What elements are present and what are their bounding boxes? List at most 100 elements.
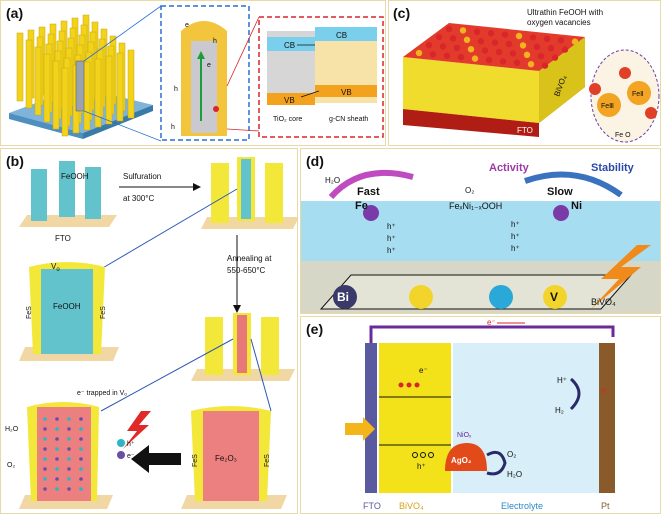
e-o2-label: O₂ (507, 450, 516, 459)
b-electron-legend-label: e⁻ (127, 453, 135, 460)
zoom-line-red-top (226, 16, 260, 87)
vacancy-dot (43, 487, 47, 491)
feooh-dot (445, 25, 453, 33)
d-bivo4-label: BiVO₄ (591, 297, 616, 307)
sheath-vb-label: VB (341, 88, 352, 97)
e-hole-1 (412, 452, 418, 458)
panel-a-diagram: e h h e h CB CB VB VB TiO₂ core g-CN she… (9, 5, 384, 142)
panel-b-label: (b) (6, 153, 24, 169)
sheath-vb-band (315, 85, 377, 97)
vacancy-dot (55, 427, 59, 431)
panel-d: (d) Activity Stability Fast Slow H₂O O₂ … (300, 148, 661, 314)
e-bivo4-label: BiVO₄ (399, 501, 424, 511)
vacancy-dot (43, 437, 47, 441)
b-fes-right-1: FeS (100, 306, 107, 319)
vacancy-dot (55, 437, 59, 441)
nanorod (83, 61, 91, 131)
feooh-dot (453, 44, 461, 51)
d-v-label: V (550, 290, 558, 304)
gcn-sheath-label: g-CN sheath (329, 116, 368, 123)
b-zoom-line-1 (100, 188, 238, 270)
panel-d-label: (d) (306, 153, 324, 169)
vacancy-dot (67, 467, 71, 471)
c-zoom-o1 (619, 67, 631, 79)
b-feooh-core-label: FeOOH (53, 302, 81, 311)
b-lightning-icon (123, 411, 151, 449)
b2-rod-1 (211, 163, 229, 223)
d-hole-label: h⁺ (387, 246, 396, 255)
vacancy-dot (79, 417, 83, 421)
vacancy-dot (43, 447, 47, 451)
a-e-label-1: e (185, 22, 189, 29)
e-fto-label: FTO (363, 501, 381, 511)
d-top-bg (301, 149, 660, 201)
e-external-circuit (369, 325, 615, 357)
nanorod (43, 53, 51, 123)
feooh-dot (449, 35, 457, 42)
core-cb-label: CB (284, 41, 295, 50)
substrate-side2 (83, 105, 153, 139)
feooh-dot (561, 46, 569, 53)
feooh-dot (495, 48, 503, 56)
a-e-label-2: e (207, 62, 211, 69)
d-stability-label: Stability (591, 162, 635, 174)
vacancy-dot (67, 477, 71, 481)
nanorod (116, 52, 124, 122)
d-activity-label: Activity (489, 162, 530, 174)
zoom-box-red (258, 16, 384, 138)
feooh-dot (533, 43, 541, 50)
d-light-icon (591, 245, 651, 309)
vacancy-dot (55, 467, 59, 471)
c-callout-line1: Ultrathin FeOOH with (527, 8, 603, 17)
panel-c: (c) BiVO₄ FTO Ultrathin FeOOH with oxyge… (388, 0, 661, 146)
feooh-dot (529, 34, 537, 41)
feooh-dot (515, 32, 523, 40)
b-feooh-label: FeOOH (61, 172, 89, 181)
b1-rod-1 (31, 169, 47, 221)
vacancy-dot (79, 477, 83, 481)
e-top-electron-label: e⁻ (487, 318, 496, 327)
panel-a: (a) e h h e h CB CB VB VB (0, 0, 386, 146)
feooh-dots (415, 25, 579, 69)
feooh-dot (485, 56, 493, 64)
b-annealtemp-label: 550-650°C (227, 266, 266, 275)
c-zoom-ellipse (590, 49, 660, 143)
b-fes-left-2: FeS (192, 454, 199, 467)
e-bivo4-block (379, 343, 451, 493)
d-slow-arrow (524, 171, 623, 198)
b-fes-right-2: FeS (264, 454, 271, 467)
e-nio-label: NiOₓ (457, 432, 472, 439)
e-electron-3 (414, 382, 420, 388)
panel-e-label: (e) (306, 321, 324, 337)
tio2-core (191, 41, 217, 133)
feooh-dot (571, 38, 579, 45)
d-ni-atom (553, 205, 569, 221)
bivo4-side (539, 37, 585, 123)
b-hole-legend-dot (117, 439, 125, 447)
d-formula-label: FeₓNi₁₋ₓOOH (449, 201, 502, 211)
zoom-box-blue (160, 5, 250, 141)
d-hole-label: h⁺ (511, 244, 520, 253)
b-arrow-annealing-head (233, 305, 241, 313)
nanorod (34, 46, 42, 116)
d-bi-atom (333, 285, 357, 309)
feooh-dot (477, 38, 485, 45)
panel-b: (b) FeOOH FTO Sulfuration at 300°C Vo Fe… (0, 148, 298, 514)
d-bi-label: Bi (337, 290, 349, 304)
e-hplus-label: H⁺ (557, 376, 567, 385)
feooh-dot (513, 59, 521, 66)
e-hole-label: h⁺ (417, 462, 426, 471)
feooh-dot (519, 42, 527, 49)
feooh-dot (523, 51, 531, 58)
d-hole-label: h⁺ (511, 232, 520, 241)
vacancy-dot (43, 417, 47, 421)
feooh-dot (439, 43, 447, 50)
b-arrow-sulfuration-head (193, 183, 201, 191)
vacancy-dot (79, 437, 83, 441)
d-hole-label: h⁺ (511, 220, 520, 229)
vacancy-dot (67, 437, 71, 441)
a-h-label-2: h (174, 86, 178, 93)
d-fast-arrow (328, 169, 414, 200)
feooh-dot (505, 40, 513, 48)
c-fto-label: FTO (517, 126, 533, 135)
